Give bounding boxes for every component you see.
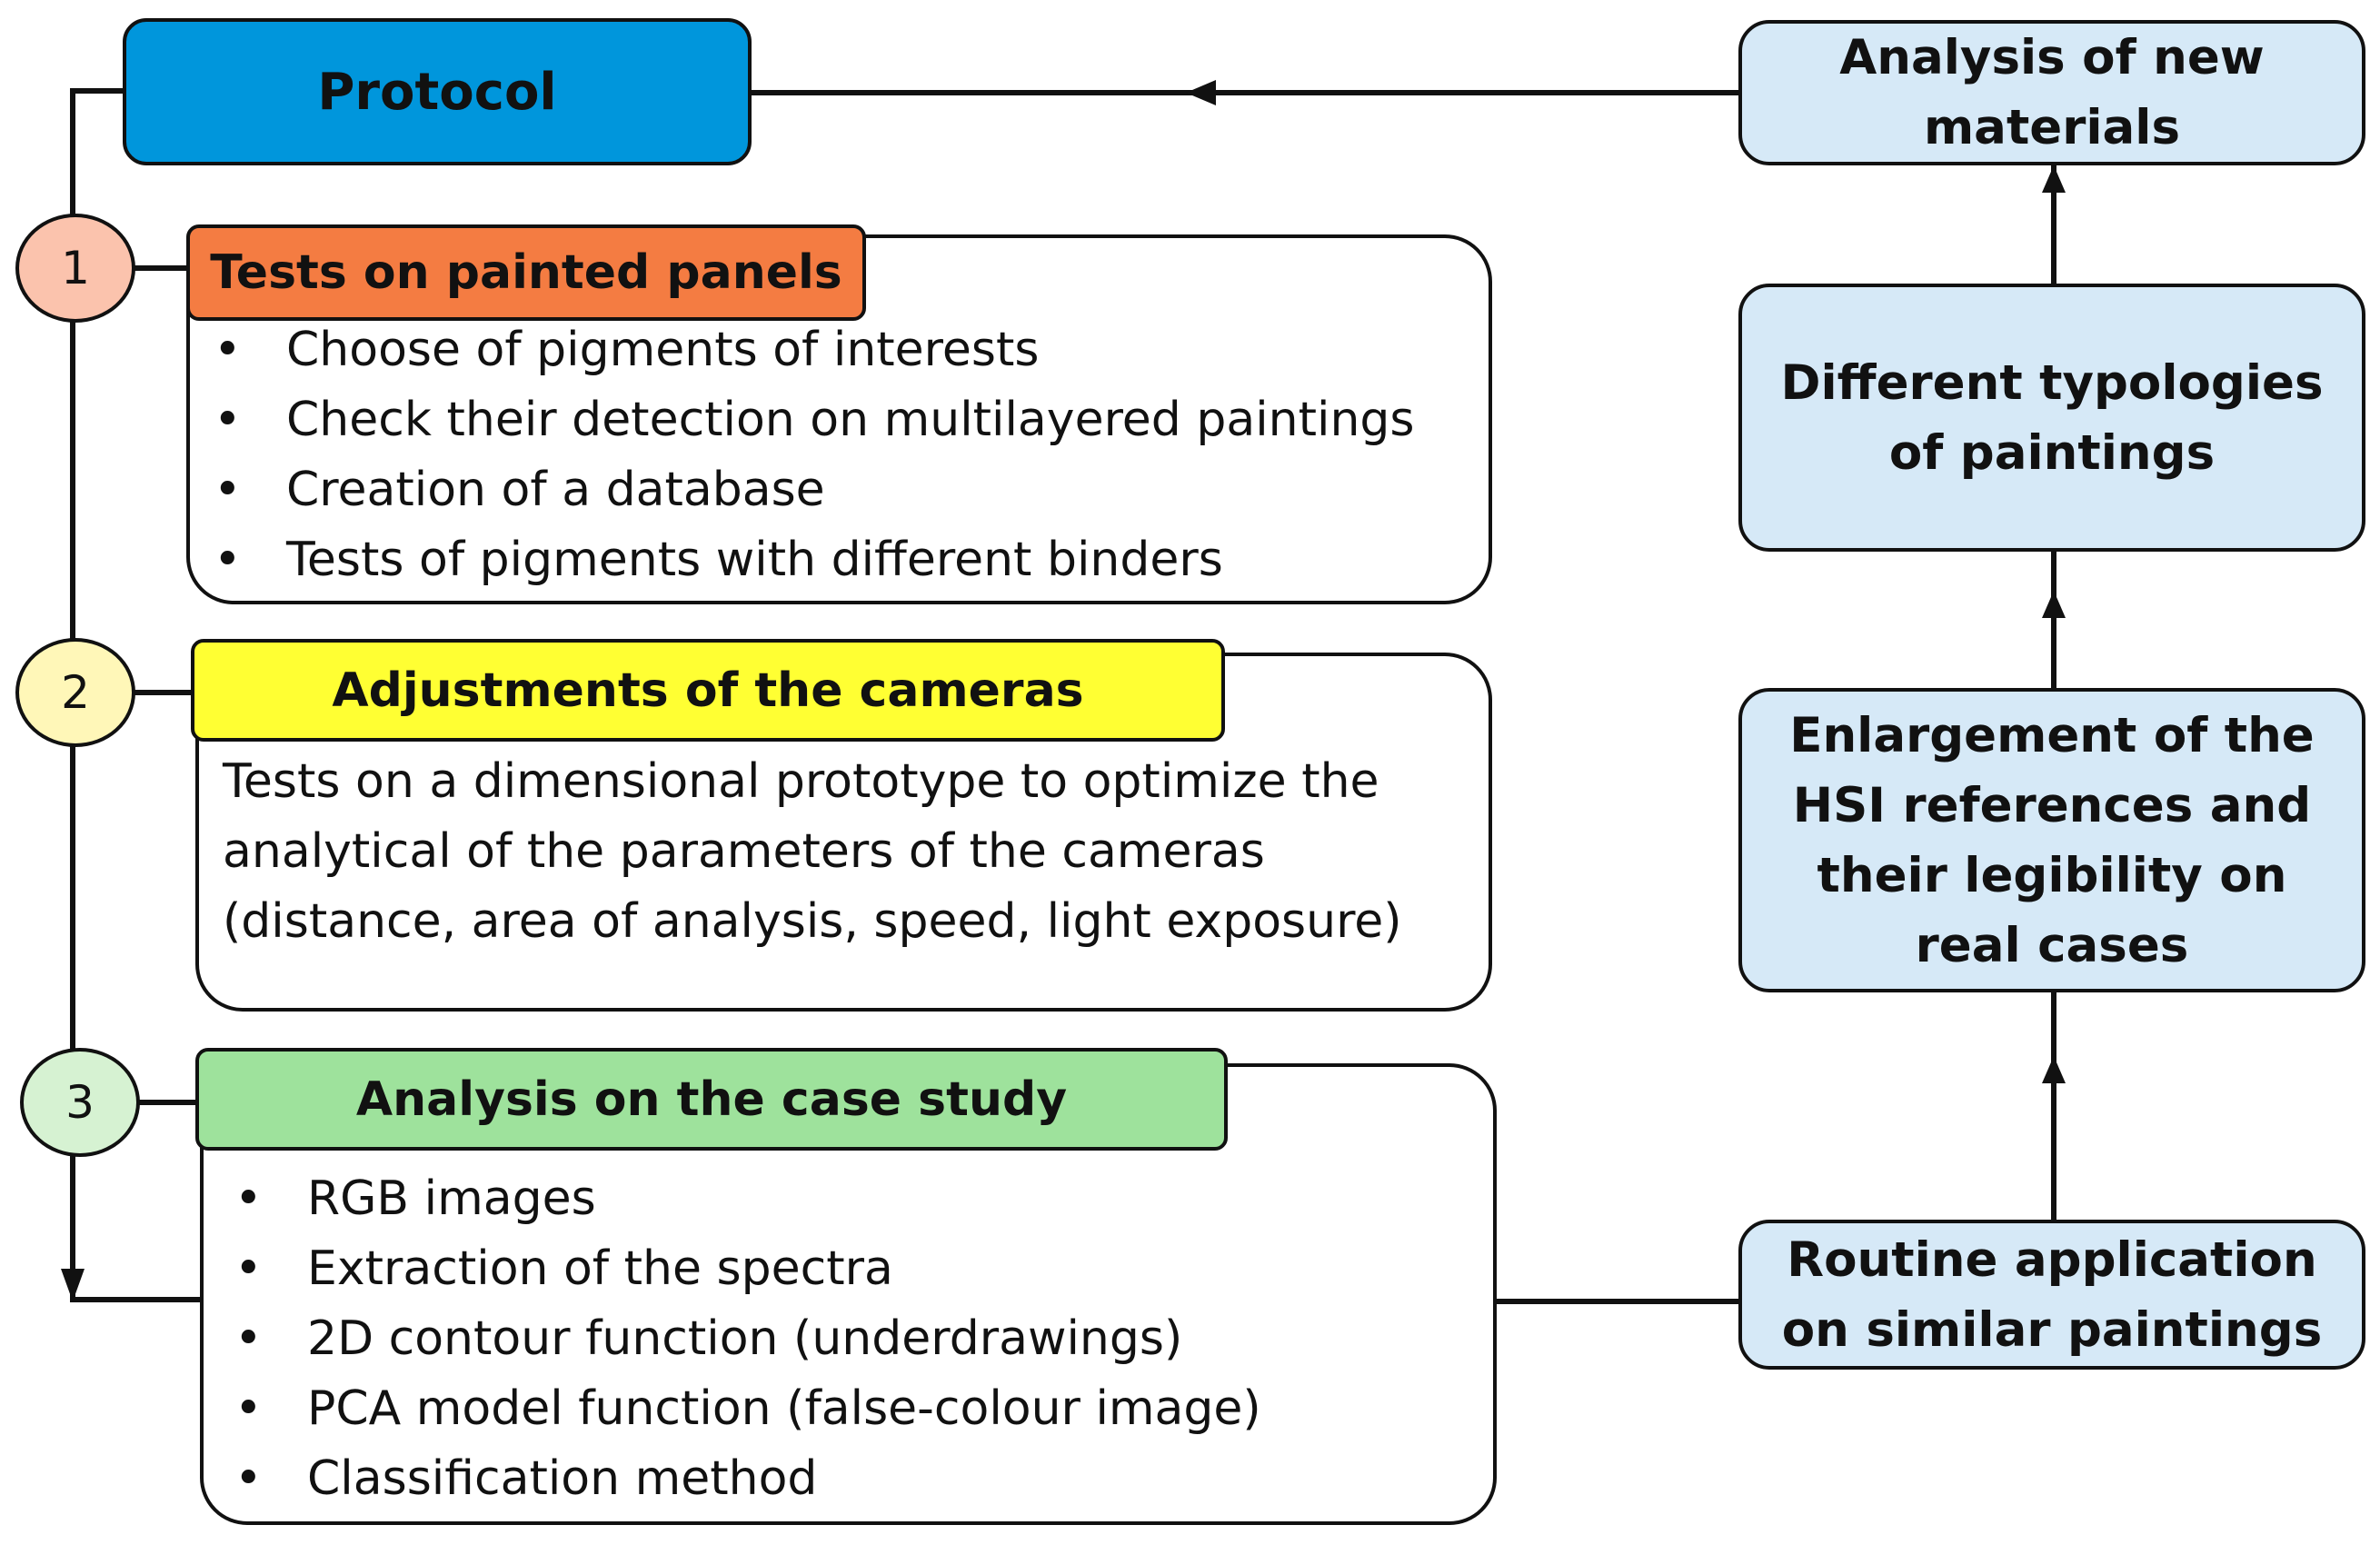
list-item: Tests of pigments with different binders [214,525,1415,595]
list-item: Creation of a database [214,455,1415,525]
step-1-circle: 1 [15,214,135,323]
arrowhead-to-typologies [2042,591,2066,618]
arrowhead-to-enlargement [2042,1056,2066,1083]
step-3-circle: 3 [20,1048,140,1157]
enlargement-line: HSI references and [1792,777,2312,833]
typologies-box: Different typologies of paintings [1738,284,2365,552]
typologies-line: of paintings [1888,424,2216,481]
routine-line: on similar paintings [1781,1301,2323,1358]
step-2-line: Tests on a dimensional prototype to opti… [223,754,1379,809]
typologies-line: Different typologies [1780,354,2324,411]
step-1-number: 1 [61,242,90,294]
enlargement-line: real cases [1915,917,2189,973]
step-2-number: 2 [61,666,90,719]
arrowhead-to-new-materials [2042,165,2066,193]
step-1-bullet-list: Choose of pigments of interests Check th… [214,315,1415,595]
step-3-bullet-list: RGB images Extraction of the spectra 2D … [234,1164,1261,1514]
list-item: Classification method [234,1444,1261,1514]
step-3-number: 3 [65,1076,95,1129]
list-item: RGB images [234,1164,1261,1234]
protocol-label: Protocol [317,62,557,122]
new-materials-line: materials [1923,100,2181,155]
new-materials-line: Analysis of new [1839,30,2265,85]
routine-application-box: Routine application on similar paintings [1738,1220,2365,1370]
step-2-circle: 2 [15,638,135,747]
list-item: Check their detection on multilayered pa… [214,385,1415,455]
protocol-box: Protocol [123,18,752,165]
list-item: 2D contour function (underdrawings) [234,1304,1261,1374]
step-2-line: (distance, area of analysis, speed, ligh… [223,894,1402,949]
arrowhead-spine-down [61,1269,85,1301]
enlargement-line: Enlargement of the [1789,707,2315,763]
arrowhead-to-protocol [1186,80,1216,105]
step-1-title: Tests on painted panels [210,245,842,300]
routine-line: Routine application [1787,1231,2317,1288]
step-2-line: analytical of the parameters of the came… [223,824,1265,879]
step-3-title: Analysis on the case study [355,1072,1068,1127]
enlargement-box: Enlargement of the HSI references and th… [1738,688,2365,992]
enlargement-line: their legibility on [1817,847,2287,903]
step-2-title: Adjustments of the cameras [332,663,1084,718]
list-item: Extraction of the spectra [234,1234,1261,1304]
step-2-description: Tests on a dimensional prototype to opti… [223,747,1402,957]
new-materials-box: Analysis of new materials [1738,20,2365,165]
step-1-header: Tests on painted panels [186,224,866,321]
list-item: PCA model function (false-colour image) [234,1374,1261,1444]
step-2-header: Adjustments of the cameras [191,639,1225,742]
list-item: Choose of pigments of interests [214,315,1415,385]
step-3-header: Analysis on the case study [195,1048,1228,1151]
